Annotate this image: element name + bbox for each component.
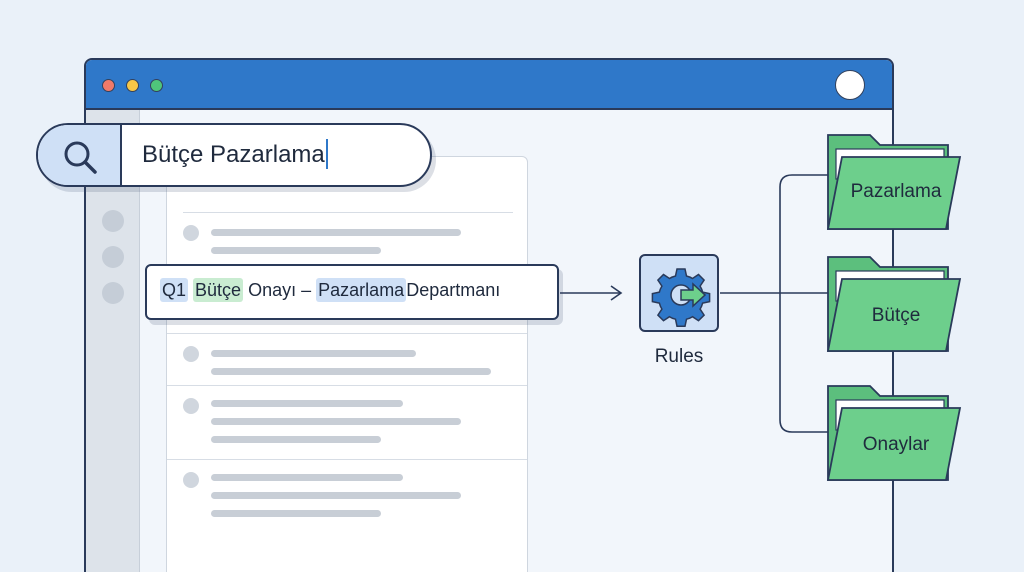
subject-token-approval: Onayı — [248, 280, 297, 300]
search-input[interactable]: Bütçe Pazarlama — [142, 138, 328, 169]
list-item[interactable] — [167, 333, 527, 383]
folder-pazarlama[interactable]: Pazarlama — [824, 127, 964, 235]
search-query: Bütçe Pazarlama — [142, 141, 325, 168]
gear-arrow-icon — [651, 268, 711, 327]
subject-token-budget: Bütçe — [193, 278, 244, 302]
search-bar[interactable]: Bütçe Pazarlama — [36, 123, 432, 187]
folder-butce[interactable]: Bütçe — [824, 249, 964, 357]
close-window-dot[interactable] — [102, 79, 115, 92]
list-item[interactable] — [167, 385, 527, 457]
subject-token-department: Departmanı — [406, 280, 501, 300]
folder-label: Bütçe — [871, 305, 921, 326]
search-button[interactable] — [38, 125, 122, 185]
folder-icon — [826, 256, 962, 352]
subject-token-dash: – — [301, 280, 312, 300]
list-item[interactable] — [167, 459, 527, 539]
maximize-window-dot[interactable] — [150, 79, 163, 92]
sidebar-item[interactable] — [102, 282, 124, 304]
folder-label: Pazarlama — [850, 181, 942, 202]
folder-icon — [826, 134, 962, 230]
message-list — [166, 156, 528, 572]
sidebar — [86, 110, 140, 572]
sidebar-item[interactable] — [102, 246, 124, 268]
folder-onaylar[interactable]: Onaylar — [824, 378, 964, 486]
list-item[interactable] — [167, 217, 527, 267]
rules-engine-box[interactable] — [639, 254, 719, 332]
text-caret — [325, 138, 328, 169]
folder-label: Onaylar — [862, 434, 930, 455]
search-icon — [64, 141, 97, 174]
minimize-window-dot[interactable] — [126, 79, 139, 92]
list-divider — [183, 212, 513, 213]
rules-label: Rules — [654, 346, 704, 367]
avatar[interactable] — [835, 70, 865, 100]
subject-token-q1: Q1 — [160, 278, 189, 302]
sidebar-item[interactable] — [102, 210, 124, 232]
browser-window — [84, 58, 894, 572]
folder-icon — [826, 385, 962, 481]
subject-token-marketing: Pazarlama — [316, 278, 407, 302]
window-titlebar — [86, 60, 892, 110]
